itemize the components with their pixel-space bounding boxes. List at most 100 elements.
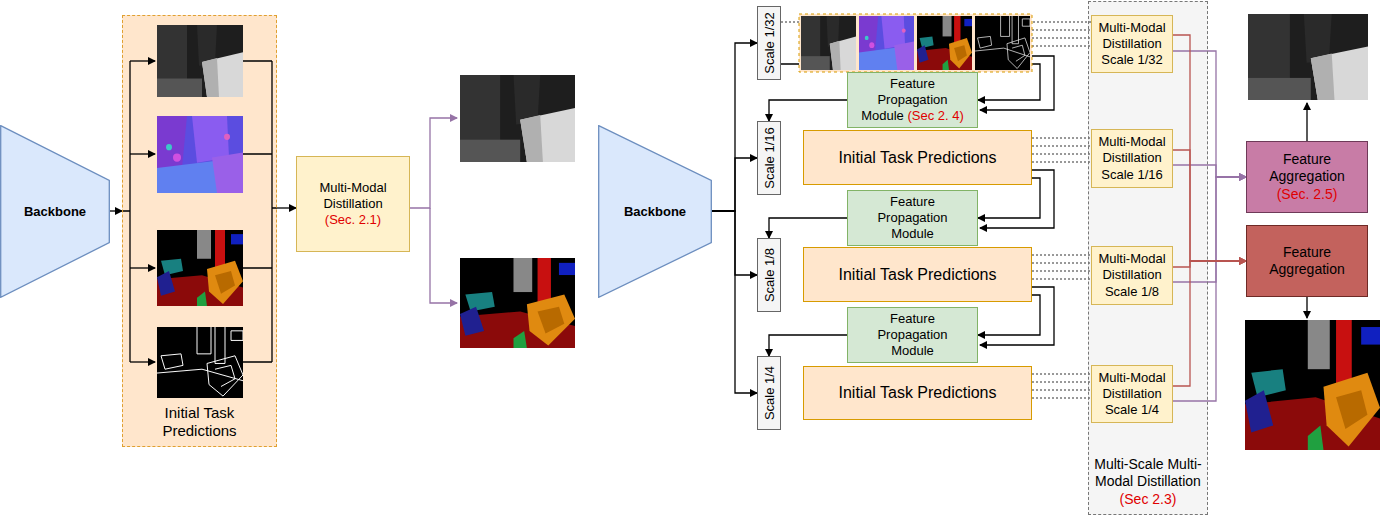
segmentation-output [1245,320,1380,450]
dotted-lines [1032,30,1090,398]
distillation-box: Multi-Modal Distillation Scale 1/4 [1091,365,1173,424]
text-block: Multi-Modal Distillation Scale 1/16 [1095,134,1169,183]
node-label: Backbone [624,204,686,219]
text-block: Initial Task Predictions [839,149,997,167]
text-block: Multi-Scale Multi-Modal Distillation(Sec… [1091,456,1205,509]
prediction-box: Initial Task Predictions [803,247,1032,302]
text-block: Feature Propagation Module [857,311,968,360]
dotted-connector [1032,255,1091,256]
text-block: Feature Propagation Module [857,194,968,243]
node-label: Initial Task Predictions [839,266,997,284]
normals-image [157,116,243,193]
prediction-strip [799,14,1032,72]
scale-box: Scale 1/4 [757,356,781,430]
arrow-connector [769,100,847,121]
arrow-connector [712,158,757,211]
arrow-connector [712,43,757,211]
node-label: Multi-Modal Distillation Scale 1/4 [1095,370,1169,419]
backbone: Backbone [598,125,712,298]
text-block: Feature Aggregation [1250,244,1364,279]
aggregation-box: Feature Aggregation(Sec. 2.5) [1246,141,1368,213]
arrow-connector [1173,261,1246,386]
arrow-connector [1173,177,1246,282]
arrow-connector [1173,35,1246,261]
illustration-shape [1306,103,1307,141]
backbone: Backbone [0,125,110,298]
text-block: Multi-Modal Distillation(Sec. 2.1) [300,180,406,229]
illustration-shape [430,208,457,303]
illustration-shape [243,61,277,362]
output-arrows [410,118,457,303]
node-label: Scale 1/16 [762,127,777,188]
illustration-shape [1032,263,1090,279]
arrow-connector [769,335,847,356]
node-label: Initial Task Predictions [839,384,997,402]
depth-image [157,25,243,97]
propagation-box: Feature Propagation Module [847,307,978,364]
arrow-connector [277,207,296,208]
text-block: Multi-Modal Distillation Scale 1/4 [1095,370,1169,419]
edge-image [975,16,1030,70]
illustration-shape [1032,382,1090,398]
scale-box: Scale 1/32 [757,6,781,80]
propagation-box: Feature Propagation Module [847,190,978,247]
propagation-box: Feature Propagation Module (Sec 2. 4) [847,72,978,129]
group-fill [122,15,277,447]
illustration-shape [130,361,155,362]
section-ref: (Sec 2. 4) [907,108,963,123]
node-label: Scale 1/8 [762,248,777,302]
illustration-shape [130,267,155,268]
arrow-connector [1173,177,1246,401]
text-block: Scale 1/16 [762,127,777,188]
distillation-box: Multi-Modal Distillation Scale 1/32 [1091,15,1173,74]
text-block: Scale 1/4 [762,366,777,420]
section-ref: (Sec. 2.1) [300,212,406,228]
arrow-connector [1173,261,1246,267]
aggregation-box: Feature Aggregation [1246,225,1368,297]
segmentation-image [157,230,243,306]
scale-box: Scale 1/8 [757,238,781,312]
text-block: Backbone [624,204,686,219]
arrow-connector [1173,51,1246,177]
bus-lines [122,61,277,362]
illustration-shape [130,60,155,61]
arrow-connector [110,210,122,211]
distillation-box: Multi-Modal Distillation(Sec. 2.1) [296,156,410,252]
text-block: Backbone [24,204,86,219]
distillation-region: Multi-Scale Multi-Modal Distillation(Sec… [1088,1,1208,515]
illustration-shape [122,61,130,362]
section-ref: (Sec. 2.5) [1250,186,1364,204]
prediction-group: Initial Task Predictions [122,15,277,447]
arrow-connector [1173,165,1246,177]
distillation-box: Multi-Modal Distillation Scale 1/8 [1091,246,1173,305]
arrow-connector [769,218,847,238]
text-block: Initial Task Predictions [839,384,997,402]
text-block: Multi-Modal Distillation Scale 1/8 [1095,251,1169,300]
dotted-connector [1032,374,1091,375]
trapezoid-outline [1,126,110,298]
arrow-connector [1173,150,1246,261]
depth-image [801,16,856,70]
text-block: Feature Aggregation(Sec. 2.5) [1250,151,1364,204]
section-ref: (Sec 2.3) [1091,491,1205,509]
prediction-box: Initial Task Predictions [803,366,1032,420]
normals-image [859,16,914,70]
node-label: Feature Aggregation [1250,244,1364,279]
illustration-shape [1306,297,1307,318]
scale-box: Scale 1/16 [757,121,781,195]
trapezoid-outline [599,126,712,298]
node-label: Multi-Modal Distillation Scale 1/8 [1095,251,1169,300]
text-block: Multi-Modal Distillation Scale 1/32 [1095,20,1169,69]
text-block: Initial Task Predictions [127,404,272,440]
node-label: Backbone [24,204,86,219]
illustration-shape [1032,146,1090,162]
node-label: Multi-Modal Distillation Scale 1/16 [1095,134,1169,183]
node-label: Initial Task Predictions [839,149,997,167]
distillation-box: Multi-Modal Distillation Scale 1/16 [1091,129,1173,188]
depth-output [1248,14,1368,100]
text-block: Scale 1/32 [762,12,777,73]
prediction-box: Initial Task Predictions [803,130,1032,185]
illustration-shape [410,118,457,208]
